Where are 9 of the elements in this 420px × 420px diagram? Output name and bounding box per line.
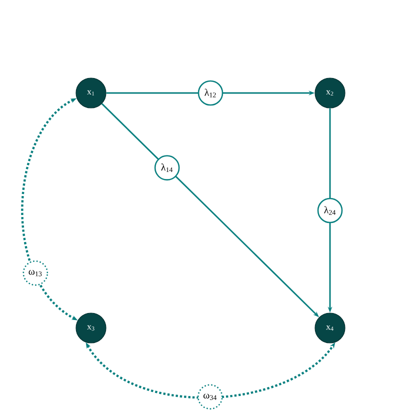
edge-label: λ$_{14}$ bbox=[154, 155, 180, 180]
edge-label: ω$_{13}$ bbox=[22, 260, 48, 286]
edge-label: λ$_{12}$ bbox=[198, 80, 224, 106]
sphere-node: x$_{2}$ bbox=[314, 78, 346, 108]
sphere-node: x$_{4}$ bbox=[314, 312, 346, 344]
edge-label: λ$_{24}$ bbox=[317, 198, 343, 224]
sphere-node: x$_{1}$ bbox=[76, 78, 106, 108]
edge-label: ω$_{34}$ bbox=[197, 384, 223, 410]
sphere-node: x$_{3}$ bbox=[76, 312, 106, 344]
